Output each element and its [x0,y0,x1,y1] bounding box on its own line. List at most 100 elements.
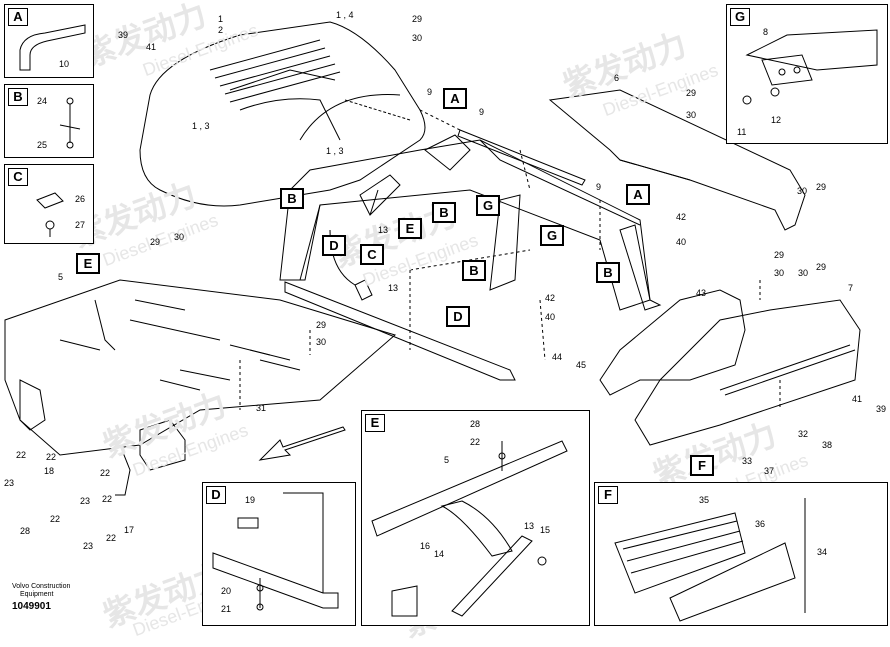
part-label: 1 , 3 [326,146,344,156]
top-cover [139,21,426,207]
detail-letter-g: G [730,8,750,26]
part-label: 22 [100,468,111,478]
detail-box-e: E 28 22 5 16 14 13 15 [361,410,590,626]
part-label: 36 [755,519,766,529]
part-label: 5 [58,272,64,282]
detail-box-c: C 26 27 [4,164,94,244]
part-label: 27 [75,220,86,230]
part-label: 22 [50,514,61,524]
clip-drawing [36,192,64,237]
part-label: 19 [245,495,256,505]
part-label: 39 [876,404,887,414]
ref-tag-b-left: B [280,188,304,209]
part-label: 9 [596,182,602,192]
part-label: 14 [434,549,445,559]
detail-letter-c: C [8,168,28,186]
detail-letter-e: E [365,414,385,432]
part-label: 29 [150,237,161,247]
part-label: 16 [420,541,431,551]
part-label: 40 [676,237,687,247]
part-label: 31 [256,403,267,413]
ref-tag-g-mid: G [476,195,500,216]
detail-box-d: D 19 20 21 [202,482,356,626]
part-label: 22 [16,450,27,460]
part-label: 30 [686,110,697,120]
bolt-drawing [59,97,81,149]
seal-strip [457,129,586,186]
part-label: 45 [576,360,587,370]
part-label: 21 [221,604,232,614]
part-label: 33 [742,456,753,466]
part-label: 30 [797,186,808,196]
part-label: 34 [817,547,828,557]
support-frame [279,134,662,381]
ref-tag-b-right: B [596,262,620,283]
part-label: 2 [218,25,224,35]
part-label: 32 [798,429,809,439]
part-label: 22 [102,494,113,504]
part-label: 30 [174,232,185,242]
part-label: 42 [676,212,687,222]
bottom-tray [4,279,397,496]
parts-diagram: 紫发动力 紫发动力 紫发动力 紫发动力 紫发动力 紫发动力 紫发动力 紫发动力 … [4,0,888,644]
ref-tag-g-right: G [540,225,564,246]
detail-letter-d: D [206,486,226,504]
part-label: 25 [37,140,48,150]
part-label: 29 [816,262,827,272]
part-label: 39 [118,30,129,40]
detail-box-g: G 8 11 12 [726,4,888,144]
footer-brand-line2: Equipment [20,591,54,598]
bracket-detail-drawing [212,492,339,611]
part-label: 23 [80,496,91,506]
part-label: 13 [388,283,399,293]
ref-tag-c: C [360,244,384,265]
part-label: 30 [316,337,327,347]
part-label: 15 [540,525,551,535]
part-label: 1 , 4 [336,10,354,20]
ref-tag-f: F [690,455,714,476]
grille-detail-drawing [614,498,806,622]
ref-tag-a-top: A [443,88,467,109]
detail-letter-f: F [598,486,618,504]
part-label: 9 [479,107,485,117]
part-label: 1 [218,14,224,24]
ref-tag-e-main: E [398,218,422,239]
part-label: 8 [763,27,769,37]
part-label: 11 [737,127,747,137]
part-label: 7 [848,283,854,293]
part-label: 29 [816,182,827,192]
part-label: 17 [124,525,135,535]
part-label: 18 [44,466,55,476]
part-label: 6 [614,73,620,83]
ref-tag-b-lower: B [462,260,486,281]
part-label: 29 [412,14,423,24]
hose-drawing [19,24,86,71]
detail-letter-a: A [8,8,28,26]
part-label: 29 [316,320,327,330]
part-label: 42 [545,293,556,303]
detail-box-a: A 10 [4,4,94,78]
hinge-drawing [742,29,878,105]
part-label: 38 [822,440,833,450]
part-label: 40 [545,312,556,322]
part-label: 22 [106,533,117,543]
part-label: 29 [686,88,697,98]
part-label: 28 [470,419,481,429]
part-label: 13 [378,225,389,235]
part-label: 28 [20,526,31,536]
document-number: 1049901 [12,601,51,612]
part-label: 22 [46,452,57,462]
part-label: 44 [552,352,563,362]
perforated-plate [599,289,746,396]
part-label: 1 , 3 [192,121,210,131]
detail-box-f: F 35 36 34 [594,482,888,626]
part-label: 5 [444,455,450,465]
ref-tag-e-tray: E [76,253,100,274]
ref-tag-b-mid: B [432,202,456,223]
part-label: 37 [764,466,775,476]
diagram-drawing [4,21,861,496]
part-label: 30 [774,268,785,278]
ref-tag-d-mid: D [446,306,470,327]
detail-letter-b: B [8,88,28,106]
part-label: 24 [37,96,48,106]
